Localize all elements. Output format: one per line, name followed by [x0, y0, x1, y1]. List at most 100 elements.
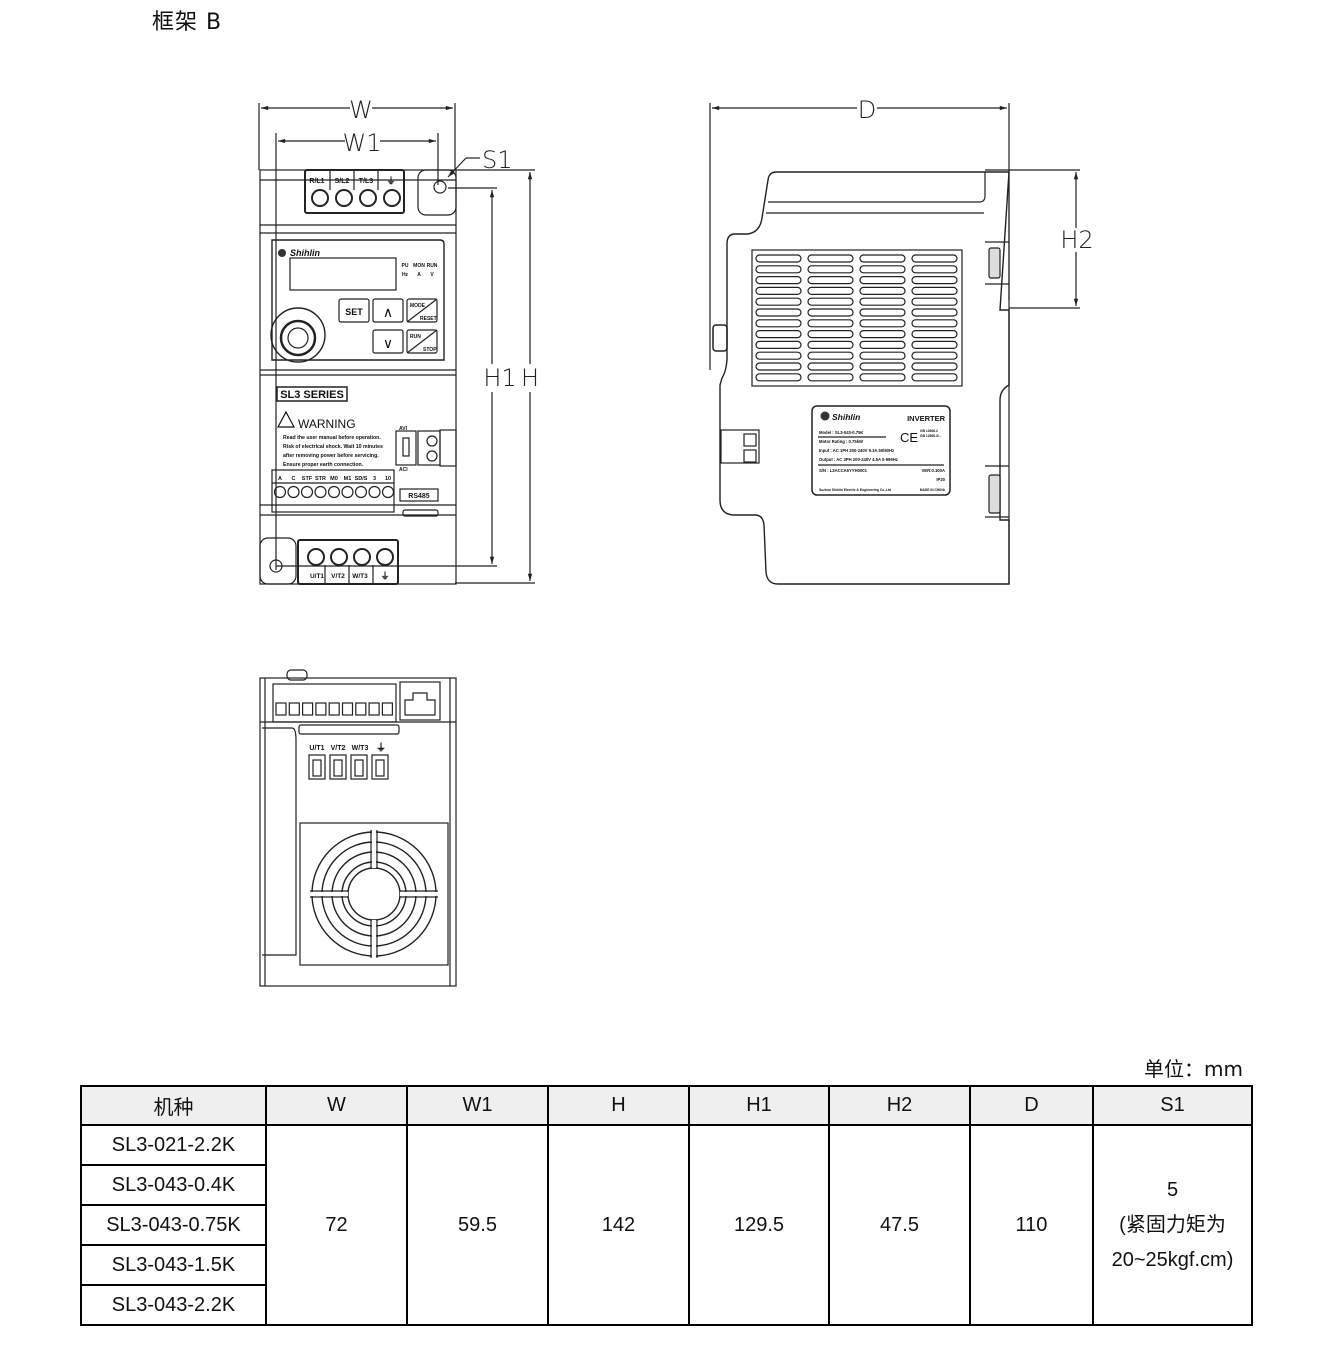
terminal-slot	[288, 702, 300, 716]
bottom-view-labels: U/T1 V/T2 W/T3 ⏚	[309, 742, 386, 754]
vent-slot	[859, 308, 906, 317]
dimension-w: W	[258, 96, 456, 170]
side-view: D H2	[709, 96, 1094, 585]
s1-note-line2: 20~25kgf.cm)	[1111, 1248, 1234, 1271]
dim-label-h1: H1	[483, 364, 516, 392]
terminal-screw	[368, 485, 381, 499]
header-h2: H2	[828, 1085, 971, 1126]
table-row: SL3-043-0.4K	[80, 1164, 1252, 1206]
terminal-strip-slots	[275, 702, 393, 716]
dim-label-w: W	[349, 96, 373, 124]
terminal-label: W/T3	[352, 745, 369, 752]
model-cell: SL3-021-2.2K	[80, 1124, 267, 1166]
dim-label-h2: H2	[1060, 226, 1093, 254]
vent-slot	[859, 297, 906, 306]
vent-slot	[911, 286, 958, 295]
table-row: SL3-043-2.2K	[80, 1284, 1252, 1326]
vent-slot	[807, 308, 854, 317]
warning-line: after removing power before servicing.	[283, 453, 379, 459]
vent-slot	[859, 351, 906, 360]
terminal-label: V/T2	[331, 745, 346, 752]
dim-label-d: D	[858, 96, 876, 124]
brand-logo-icon	[820, 411, 830, 421]
vent-slot	[755, 362, 802, 371]
value-h2: 47.5	[828, 1124, 971, 1326]
dimension-h1: H1	[276, 187, 517, 567]
terminal-label: V/T2	[331, 573, 345, 580]
terminal-label: W/T3	[352, 573, 368, 580]
vent-slots	[755, 254, 958, 382]
dimension-h2: H2	[985, 169, 1094, 309]
vent-slot	[807, 351, 854, 360]
dimension-drawing: W W1 S1 H H1	[258, 96, 1094, 987]
switch-label: ACI	[399, 467, 408, 473]
terminal-screw	[381, 485, 395, 499]
indicator-label: A	[417, 272, 421, 278]
vent-slot	[807, 286, 854, 295]
warning-line: Ensure proper earth connection.	[283, 462, 364, 468]
key-run: RUN	[410, 334, 421, 340]
vent-slot	[911, 276, 958, 285]
vent-slot	[911, 319, 958, 328]
value-h1: 129.5	[688, 1124, 830, 1326]
control-terminal-label: SD/S	[355, 476, 368, 482]
terminal-screw	[273, 485, 287, 499]
control-terminal-label: 3	[373, 476, 376, 482]
control-terminal-screws	[273, 485, 395, 499]
warning-title: WARNING	[298, 417, 356, 431]
terminal-label: U/T1	[310, 573, 324, 580]
terminal-screw	[354, 485, 368, 499]
key-reset: RESET	[420, 316, 437, 322]
front-body-outline	[259, 169, 457, 585]
vent-slot	[807, 373, 854, 382]
vent-slot	[859, 362, 906, 371]
vent-slot	[859, 330, 906, 339]
nameplate-input: Input : AC 1PH 200-240V 9.3A 50/60Hz	[819, 448, 894, 453]
fan-grille	[299, 822, 449, 966]
nameplate-made-in: MADE IN CHINA	[920, 488, 946, 492]
brand-logo-icon	[278, 249, 286, 257]
vent-slot	[859, 319, 906, 328]
unit-label: 单位：mm	[1144, 1057, 1243, 1081]
warning-line: Risk of electrical shock. Wait 10 minute…	[283, 444, 383, 450]
vent-slot	[755, 286, 802, 295]
nameplate-brand: Shihlin	[832, 412, 860, 422]
key-mode: MODE	[410, 303, 426, 309]
indicator-label: MON	[413, 263, 425, 269]
nameplate-standard: GB 12668.3/...	[920, 434, 942, 438]
vent-slot	[911, 351, 958, 360]
vent-slot	[755, 319, 802, 328]
terminal-screw	[300, 485, 314, 499]
control-terminal-label: 10	[385, 476, 391, 482]
vent-slot	[859, 265, 906, 274]
key-down-icon: ∨	[383, 335, 393, 351]
vent-slot	[755, 265, 802, 274]
series-label: SL3 SERIES	[280, 389, 344, 401]
table-row: SL3-021-2.2K 72 59.5 142 129.5 47.5 110 …	[80, 1124, 1253, 1326]
terminal-slot	[302, 702, 314, 716]
value-d: 110	[969, 1124, 1094, 1326]
indicator-label: Hz	[402, 272, 409, 278]
terminal-slot	[381, 702, 393, 716]
frame-title: 框架 B	[152, 10, 223, 35]
vent-slot	[807, 319, 854, 328]
vent-slot	[911, 265, 958, 274]
vent-slot	[911, 362, 958, 371]
model-cell: SL3-043-1.5K	[80, 1244, 267, 1286]
terminal-slot	[328, 702, 340, 716]
nameplate-model: Model : SL3-043-0.75K	[819, 430, 863, 435]
dimension-s1: S1	[447, 146, 513, 178]
nameplate-text: Shihlin INVERTER Model : SL3-043-0.75K M…	[819, 411, 946, 492]
terminal-label: S/L2	[335, 178, 350, 185]
bottom-view	[259, 669, 457, 987]
model-cell: SL3-043-0.75K	[80, 1204, 267, 1246]
header-h: H	[547, 1085, 690, 1126]
vent-slot	[807, 276, 854, 285]
vent-slot	[807, 330, 854, 339]
s1-note-line1: (紧固力矩为	[1119, 1213, 1226, 1236]
vent-slot	[755, 330, 802, 339]
front-view: W W1 S1 H H1	[258, 96, 539, 585]
vent-slot	[755, 297, 802, 306]
vent-slot	[911, 297, 958, 306]
